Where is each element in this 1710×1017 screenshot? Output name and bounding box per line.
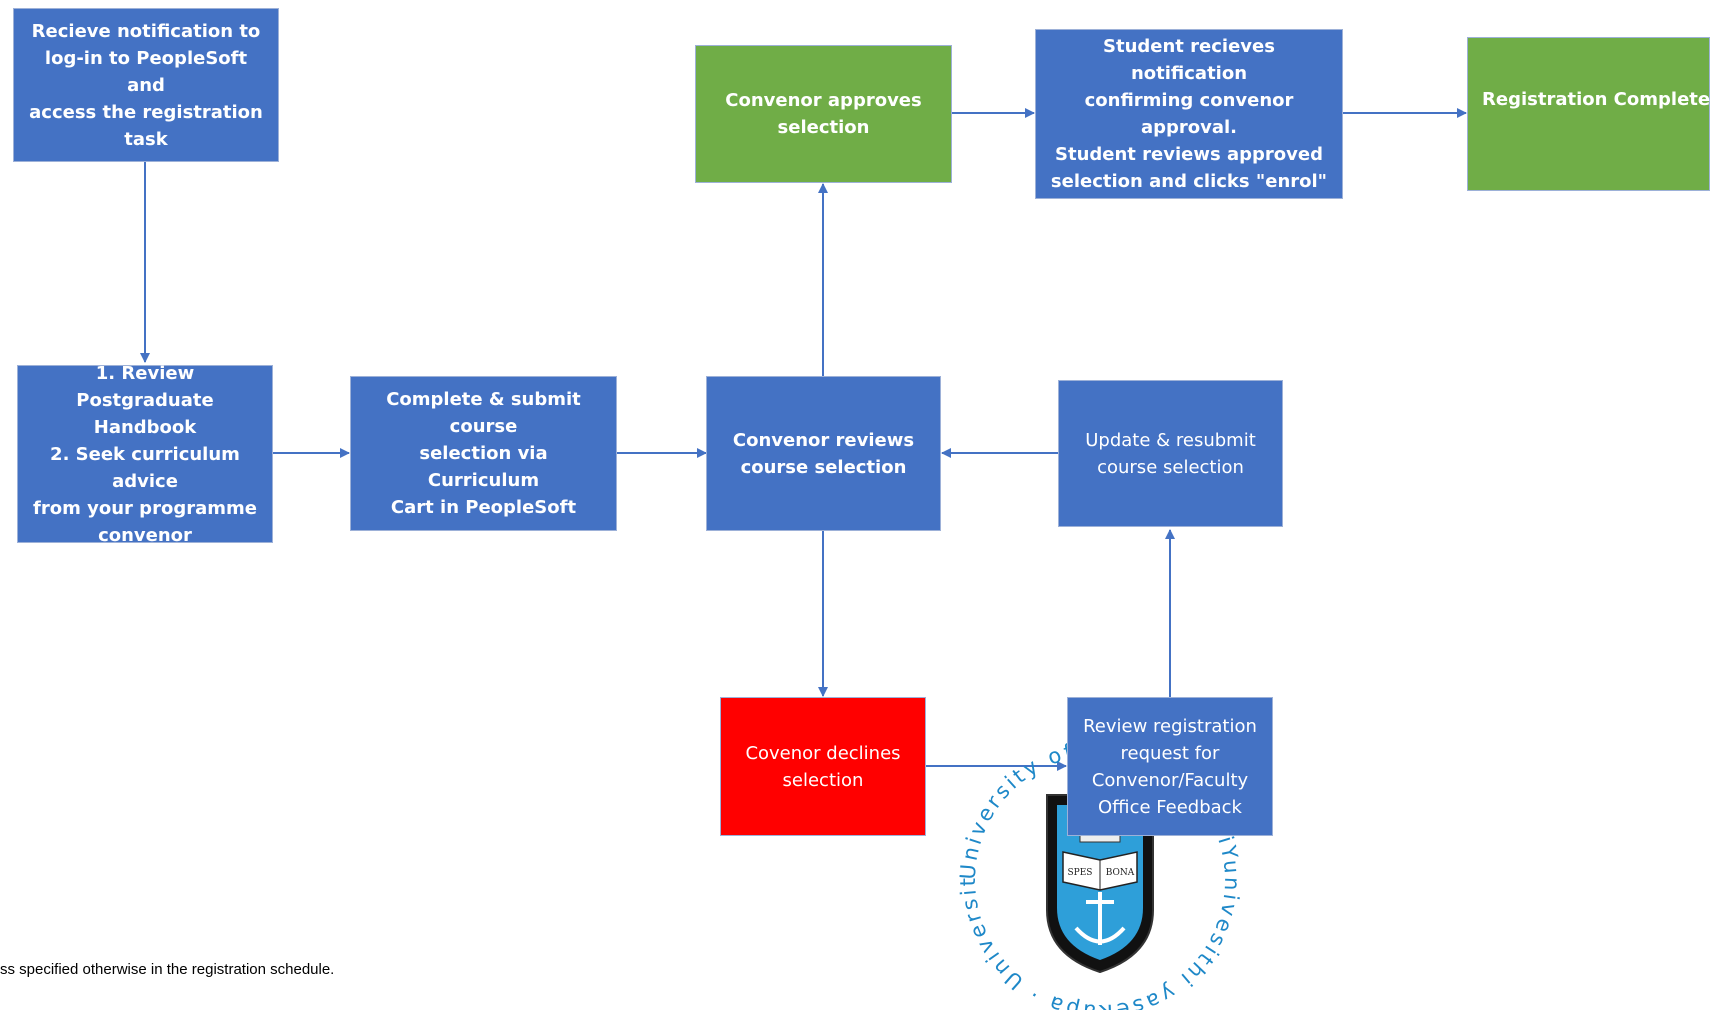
box-registration-completed: Registration Completed	[1467, 37, 1710, 191]
box-complete-submit: Complete & submit course selection via C…	[350, 376, 617, 531]
box-review-handbook: 1. Review Postgraduate Handbook 2. Seek …	[17, 363, 273, 546]
box-complete-submit-text: Complete & submit course selection via C…	[386, 389, 581, 518]
footnote: ss specified otherwise in the registrati…	[0, 961, 335, 978]
box-receive-notification: Recieve notification to log-in to People…	[13, 8, 279, 162]
box-convenor-reviews-text: Convenor reviews course selection	[732, 429, 915, 478]
box-convenor-declines: Covenor declines selection	[720, 697, 926, 836]
box-convenor-reviews: Convenor reviews course selection	[706, 376, 941, 531]
box-convenor-declines-text: Covenor declines selection	[745, 742, 901, 791]
box-student-receives-text: Student recieves notification confirming…	[1050, 36, 1328, 192]
box-review-handbook-text: 1. Review Postgraduate Handbook 2. Seek …	[33, 362, 257, 546]
box-convenor-approves: Convenor approves selection	[695, 45, 952, 183]
seal-motto-left: SPES	[1068, 868, 1093, 878]
box-update-resubmit-text: Update & resubmit course selection	[1085, 429, 1256, 478]
box-update-resubmit: Update & resubmit course selection	[1058, 380, 1283, 527]
box-review-request-text: Review registration request for Convenor…	[1083, 715, 1257, 818]
box-receive-notification-text: Recieve notification to log-in to People…	[29, 20, 263, 150]
seal-motto-right: BONA	[1106, 868, 1135, 878]
box-convenor-approves-text: Convenor approves selection	[725, 90, 922, 138]
box-registration-completed-text: Registration Completed	[1482, 89, 1710, 110]
box-student-receives: Student recieves notification confirming…	[1035, 29, 1343, 199]
box-review-request: Review registration request for Convenor…	[1067, 697, 1273, 836]
